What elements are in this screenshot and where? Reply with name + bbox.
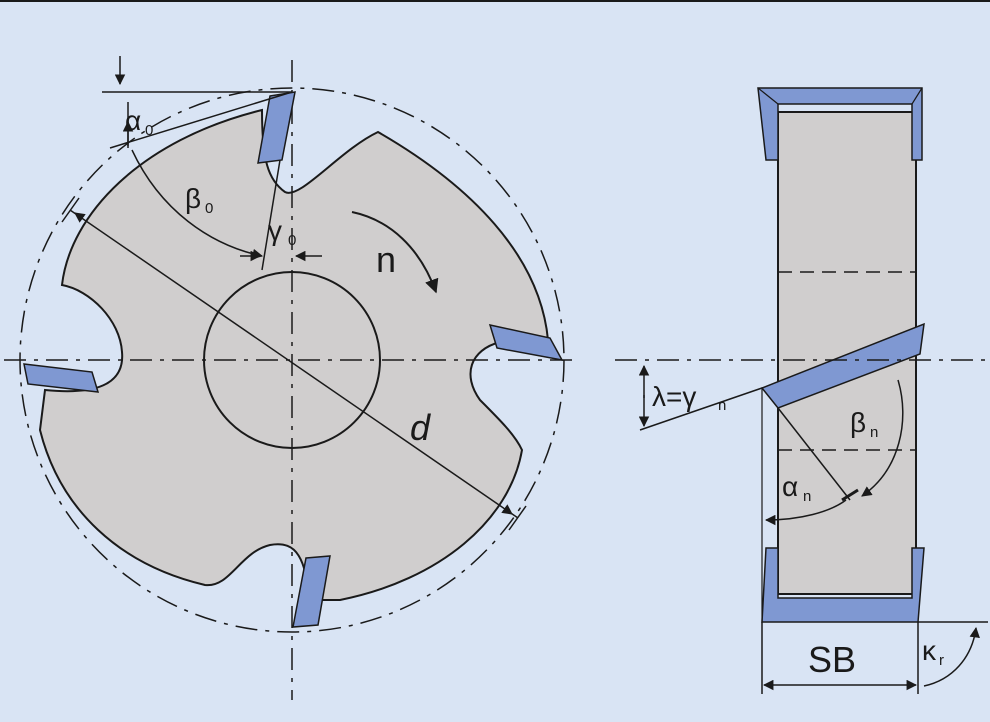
sb-label: SB [808,639,856,680]
insert-right [488,323,564,362]
insert-left [23,363,100,393]
beta0-arc [131,149,264,260]
d-label: d [410,407,431,448]
alpha0-flank-line [109,91,293,149]
rotation-arrow [351,211,439,294]
diameter-tick-a [61,197,80,223]
beta0-sub: 0 [205,200,213,217]
diameter-tick-b [508,505,527,531]
alphan-label: α [782,471,798,502]
alpha0-sub: 0 [145,122,153,139]
gamma0-sub: 0 [288,232,296,249]
diameter-line [69,209,519,519]
kappa-sub: r [939,652,944,669]
alphan-tick [841,488,859,502]
betan-label: β [850,407,866,438]
kappa-arc [923,626,980,687]
insert-bottom [292,555,331,628]
disc-cutter-front-view: α 0 β 0 γ 0 n d [4,56,580,700]
side-insert-bottom [761,547,925,623]
n-label: n [376,239,396,280]
side-insert-top-chamfer [757,87,923,105]
alphan-sub: n [803,488,811,505]
alphan-arc [764,499,847,526]
kappa-label: κ [922,635,937,666]
gamma0-rake-line [261,159,281,271]
beta0-label: β [185,183,201,214]
diameter-arrow-a [74,212,86,223]
betan-arc [861,379,904,497]
insert-top [257,91,296,164]
lambda-sub: n [718,397,726,414]
lambda-label: λ=γ [652,381,696,412]
side-insert-angled [760,322,925,409]
gamma0-label: γ [268,215,282,246]
lambda-angle-line [639,387,763,431]
normal-line [777,407,851,501]
diameter-arrow-b [501,504,513,515]
cutter-side-view: λ=γ n β n α n SB κ r [615,87,988,694]
betan-sub: n [870,424,878,441]
alpha0-label: α [125,105,141,136]
